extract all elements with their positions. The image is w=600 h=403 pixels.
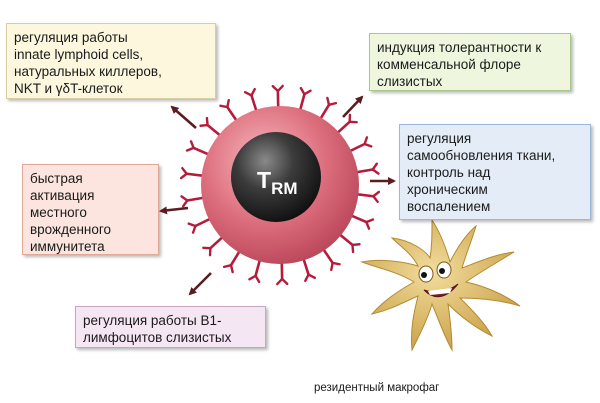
trm-label-sub: RM [271,179,297,198]
receptor [187,216,213,234]
receptor [185,140,212,157]
box-tissue-renewal: регуляция самообновления ткани, контроль… [399,124,591,220]
arrow-to-green [342,95,364,118]
trm-cell-nucleus [231,132,321,222]
macrophage [360,218,521,352]
receptor [222,248,242,274]
receptor [243,87,259,114]
receptor [202,234,226,257]
receptor [219,98,239,124]
macrophage-teeth [428,288,452,295]
box-tolerance-induction: индукция толерантности к комменсальной ф… [369,33,571,91]
box-ilc-regulation: регуляция работы innate lymphoid cells, … [6,23,216,99]
macrophage-body [360,218,521,352]
receptor [348,213,375,230]
receptor [321,246,341,272]
receptor [199,116,223,138]
macrophage-right-pupil [439,268,445,274]
receptor [318,96,338,122]
receptor [179,166,206,180]
receptor [337,232,361,254]
receptor [354,190,381,204]
arrows [159,95,396,296]
receptor [353,162,380,175]
arrow-to-pink [159,206,189,215]
arrow-to-yellow [170,105,197,129]
macrophage-caption: резидентный макрофаг [314,382,440,394]
receptor [347,136,373,154]
receptor [301,256,317,283]
trm-label-main: T [257,167,271,193]
macrophage-left-pupil [421,272,427,278]
trm-label: TRM [257,167,298,198]
receptor [298,86,312,113]
receptor [334,113,358,136]
arrow-to-purple [188,272,212,296]
receptor [248,257,262,284]
receptor [276,259,289,286]
box-b1-regulation: регуляция работы В1- лимфоцитов слизисты… [75,306,266,348]
receptor [180,195,207,208]
box-innate-activation: быстрая активация местного врожденного и… [22,164,159,255]
receptor [271,84,284,111]
